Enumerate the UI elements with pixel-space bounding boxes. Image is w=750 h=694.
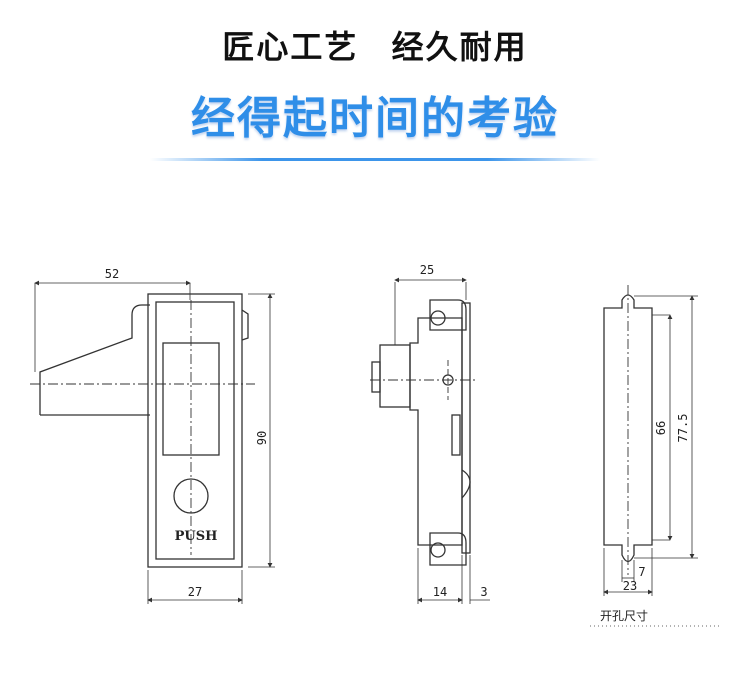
dim-90-label: 90 [255,431,269,445]
front-view [30,280,275,604]
slogan-heading: 匠心工艺 经久耐用 [222,28,528,66]
lock-outer-frame [147,293,243,568]
dim-27-label: 27 [188,585,202,599]
dim-7-label: 7 [638,565,645,579]
headline-heading: 经得起时间的考验 [191,93,559,144]
dim-14-label: 14 [433,585,447,599]
dim-25-label: 25 [420,263,434,277]
lever-handle [39,304,150,415]
push-label: PUSH [175,529,218,544]
dim-66-label: 66 [654,421,668,435]
side-view [370,277,490,604]
dim-52-label: 52 [105,267,119,281]
dim-77-5-label: 77.5 [676,414,690,443]
dim-3-label: 3 [480,585,487,599]
cutout-view [590,285,720,627]
dim-23-label: 23 [623,579,637,593]
header-divider [150,158,600,161]
cutout-caption: 开孔尺寸 [600,609,648,623]
lock-inner-frame [155,301,235,560]
